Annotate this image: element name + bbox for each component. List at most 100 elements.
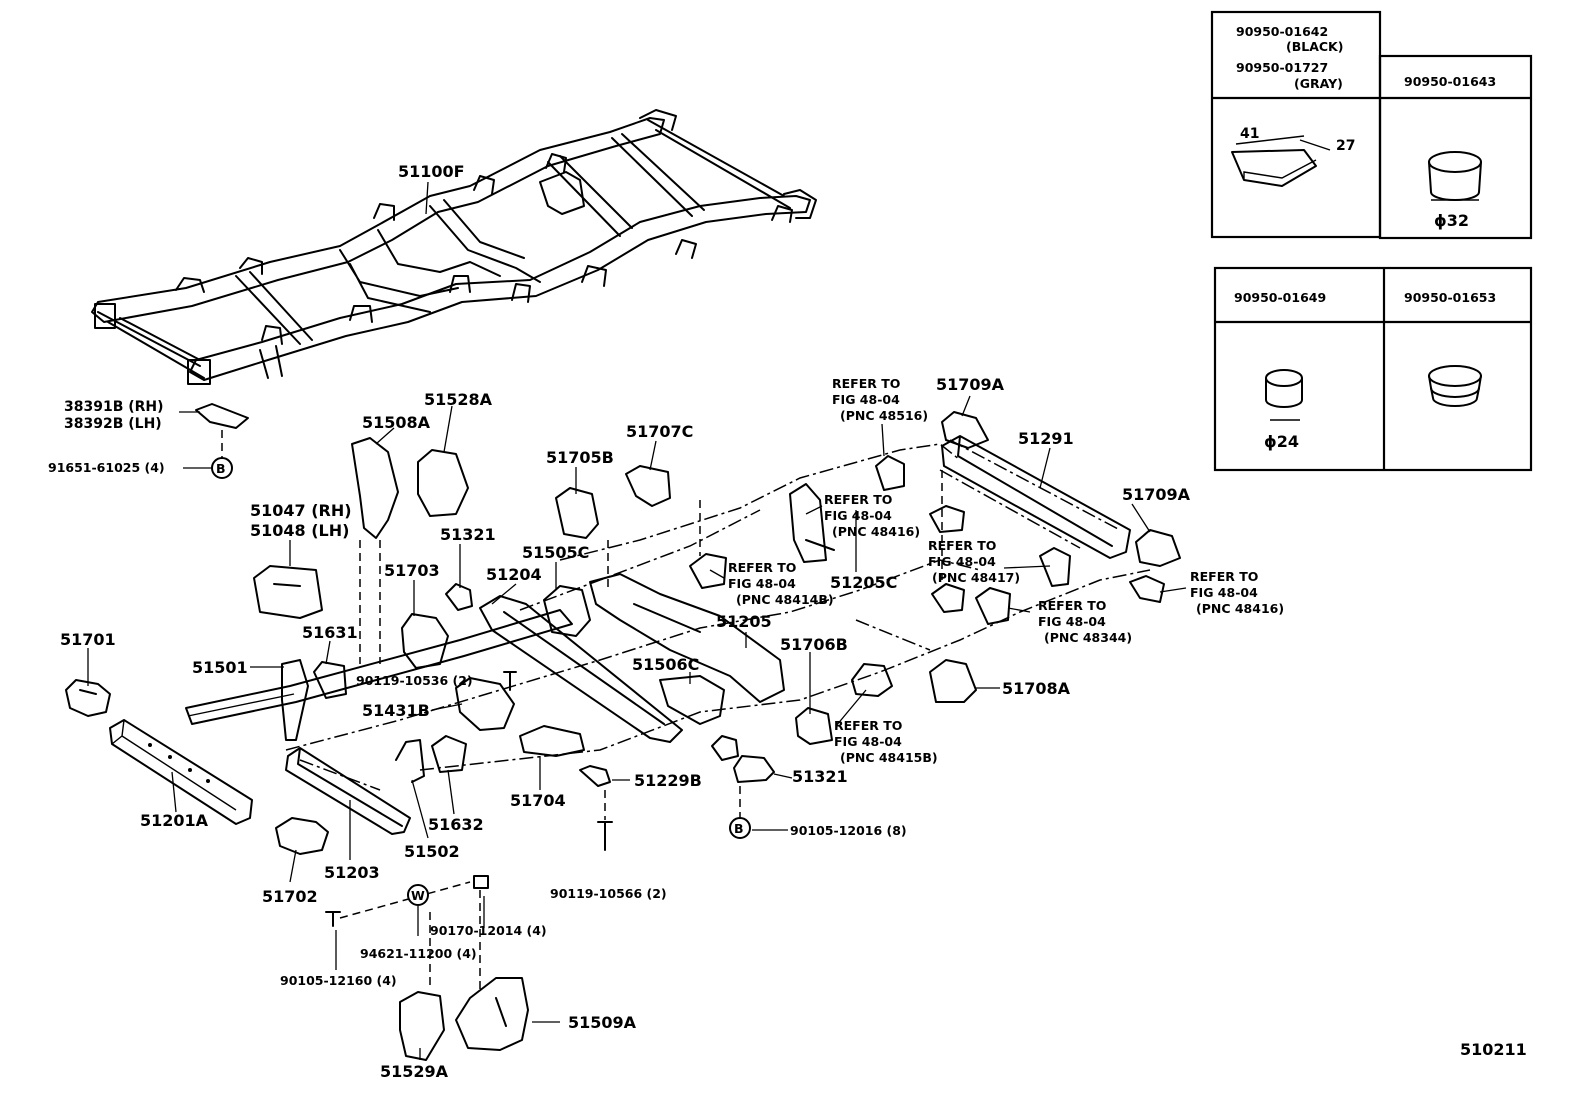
label-51703: 51703 xyxy=(384,561,440,580)
part-51701-drawing xyxy=(65,679,111,717)
part-51321-b-drawing xyxy=(733,755,775,783)
part-51321-a-drawing xyxy=(445,583,473,611)
label-51632: 51632 xyxy=(428,815,484,834)
svg-text:(PNC 48414B): (PNC 48414B) xyxy=(736,592,834,607)
part-misc-bracket-drawing xyxy=(929,505,965,533)
svg-text:REFER TO: REFER TO xyxy=(1190,569,1258,584)
svg-text:REFER TO: REFER TO xyxy=(832,376,900,391)
label-90105-12160: 90105-12160 (4) xyxy=(280,973,397,988)
part-51702-drawing xyxy=(275,817,329,855)
refer-block-48516: REFER TO FIG 48-04 (PNC 48516) xyxy=(832,376,928,423)
assembly-dashed-lines xyxy=(221,430,943,990)
part-51509A-drawing xyxy=(455,977,529,1051)
marker-w-label: W xyxy=(411,888,425,903)
part-51632-drawing xyxy=(431,735,467,773)
part-51229B-drawing xyxy=(579,765,611,787)
part-51291-drawing xyxy=(941,435,1131,559)
label-51708A: 51708A xyxy=(1002,679,1071,698)
label-51702: 51702 xyxy=(262,887,318,906)
part-51707C-drawing xyxy=(625,465,671,507)
svg-text:REFER TO: REFER TO xyxy=(728,560,796,575)
part-51201A-drawing xyxy=(109,719,253,825)
label-51321-b: 51321 xyxy=(792,767,848,786)
svg-text:FIG 48-04: FIG 48-04 xyxy=(728,576,796,591)
plug-dim-phi24: ϕ24 xyxy=(1264,432,1299,451)
plug-dim-41: 41 xyxy=(1240,126,1259,142)
svg-text:FIG 48-04: FIG 48-04 xyxy=(834,734,902,749)
svg-text:(PNC 48516): (PNC 48516) xyxy=(840,408,928,423)
label-51529A: 51529A xyxy=(380,1062,449,1081)
label-51704: 51704 xyxy=(510,791,566,810)
label-51709A-top: 51709A xyxy=(936,375,1005,394)
part-51205C-bracket-drawing xyxy=(931,583,965,613)
svg-text:REFER TO: REFER TO xyxy=(1038,598,1106,613)
label-51509A: 51509A xyxy=(568,1013,637,1032)
svg-text:FIG 48-04: FIG 48-04 xyxy=(824,508,892,523)
label-51229B: 51229B xyxy=(634,771,702,790)
part-51508A-drawing xyxy=(351,437,399,539)
plug-dim-phi32: ϕ32 xyxy=(1434,211,1469,230)
part-51704-drawing xyxy=(519,725,585,757)
svg-text:FIG 48-04: FIG 48-04 xyxy=(1190,585,1258,600)
svg-text:REFER TO: REFER TO xyxy=(824,492,892,507)
svg-text:(PNC 48416): (PNC 48416) xyxy=(1196,601,1284,616)
part-51321-c-drawing xyxy=(711,735,739,761)
part-51203-drawing xyxy=(285,747,411,835)
refer-block-48416-b: REFER TO FIG 48-04 (PNC 48416) xyxy=(1190,569,1284,616)
part-48344-bracket-drawing xyxy=(975,587,1011,625)
label-51201A: 51201A xyxy=(140,811,209,830)
part-38391B-drawing xyxy=(195,403,249,429)
label-38391B: 38391B (RH) xyxy=(64,399,164,415)
svg-text:FIG 48-04: FIG 48-04 xyxy=(832,392,900,407)
label-38392B: 38392B (LH) xyxy=(64,416,162,432)
label-51291: 51291 xyxy=(1018,429,1074,448)
label-51100F: 51100F xyxy=(398,162,465,181)
refer-block-48414B: REFER TO FIG 48-04 (PNC 48414B) xyxy=(728,560,834,607)
label-51707C: 51707C xyxy=(626,422,693,441)
marker-b-bottom-label: B xyxy=(734,821,744,836)
part-51204-drawing xyxy=(479,595,683,743)
label-51502: 51502 xyxy=(404,842,460,861)
label-51505C: 51505C xyxy=(522,543,589,562)
part-51709A-top-drawing xyxy=(941,411,989,449)
label-51321-a: 51321 xyxy=(440,525,496,544)
part-51505C-drawing xyxy=(543,585,591,637)
part-51431B-drawing xyxy=(455,677,515,731)
part-48516-bracket-drawing xyxy=(875,455,905,491)
part-51048-drawing xyxy=(253,565,323,619)
plug-part-90950-01642: 90950-01642 xyxy=(1236,24,1328,39)
label-51709A-right: 51709A xyxy=(1122,485,1191,504)
plug-table: 90950-01642 (BLACK) 90950-01727 (GRAY) 4… xyxy=(1210,10,1533,472)
label-51705B: 51705B xyxy=(546,448,614,467)
label-51048: 51048 (LH) xyxy=(250,521,349,540)
part-51205-drawing xyxy=(589,573,785,703)
part-51703-drawing xyxy=(401,613,449,669)
label-90170-12014: 90170-12014 (4) xyxy=(430,923,547,938)
svg-text:(PNC 48416): (PNC 48416) xyxy=(832,524,920,539)
label-51205: 51205 xyxy=(716,612,772,631)
svg-text:FIG 48-04: FIG 48-04 xyxy=(1038,614,1106,629)
part-48417-bracket-drawing xyxy=(1039,547,1071,587)
label-51203: 51203 xyxy=(324,863,380,882)
label-90119-10566: 90119-10566 (2) xyxy=(550,886,667,901)
label-51506C: 51506C xyxy=(632,655,699,674)
label-51204: 51204 xyxy=(486,565,542,584)
label-51631: 51631 xyxy=(302,623,358,642)
leader-lines xyxy=(87,181,1187,1060)
part-51631-drawing xyxy=(313,661,347,699)
svg-text:FIG 48-04: FIG 48-04 xyxy=(928,554,996,569)
part-51529A-drawing xyxy=(399,991,445,1061)
label-51047: 51047 (RH) xyxy=(250,501,352,520)
plug-part-90950-01649: 90950-01649 xyxy=(1234,290,1326,305)
plug-part-90950-01727: 90950-01727 xyxy=(1236,60,1328,75)
nut-90170-12014-drawing xyxy=(473,875,489,889)
label-51706B: 51706B xyxy=(780,635,848,654)
label-51508A: 51508A xyxy=(362,413,431,432)
svg-text:(PNC 48344): (PNC 48344) xyxy=(1044,630,1132,645)
frame-assembly-drawing xyxy=(91,109,817,385)
diagram-id: 510211 xyxy=(1460,1040,1527,1059)
label-51501: 51501 xyxy=(192,658,248,677)
part-51705B-drawing xyxy=(555,487,599,539)
plug-part-90950-01653: 90950-01653 xyxy=(1404,290,1496,305)
